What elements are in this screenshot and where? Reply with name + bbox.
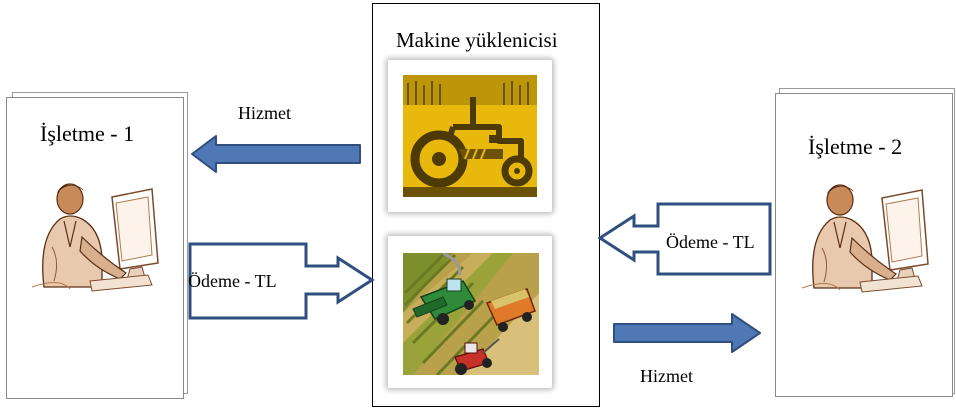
right-person-computer-icon (800, 178, 932, 296)
payment-label-right: Ödeme - TL (666, 232, 755, 252)
machine-contractor-title: Makine yüklenicisi (396, 28, 558, 52)
service-arrow-to-business-1 (190, 134, 364, 174)
combine-harvester-icon (403, 253, 539, 375)
payment-label-left: Ödeme - TL (188, 271, 277, 291)
left-business-title: İşletme - 1 (40, 121, 135, 146)
right-business-title: İşletme - 2 (808, 134, 903, 159)
harvester-tile (388, 236, 552, 388)
tractor-tile (388, 60, 552, 212)
tractor-icon (403, 75, 537, 197)
service-label-right: Hizmet (640, 366, 693, 386)
left-person-computer-icon (30, 177, 162, 295)
service-arrow-to-business-2 (612, 312, 764, 354)
payment-arrow-from-business-1 (188, 242, 376, 322)
payment-arrow-from-business-2 (598, 202, 774, 278)
service-label-left: Hizmet (238, 103, 291, 123)
